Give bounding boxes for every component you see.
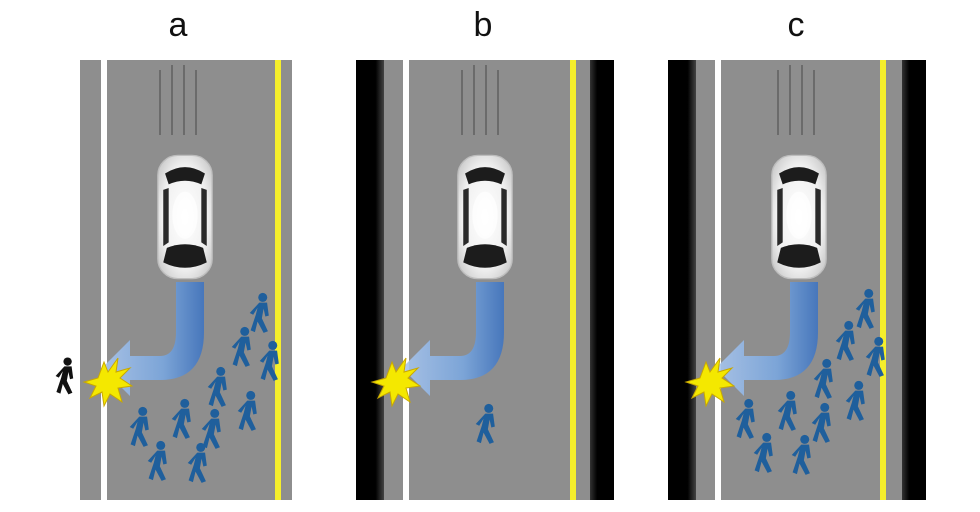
wall-right: [590, 60, 614, 500]
car-icon: [771, 154, 827, 280]
shoulder-left: [50, 60, 80, 500]
panel-label-b: b: [473, 6, 493, 44]
white-lane-line: [101, 60, 107, 500]
yellow-lane-line: [570, 60, 576, 500]
panel-b: [356, 60, 614, 500]
wall-right: [902, 60, 926, 500]
swerve-arrow-icon: [402, 282, 504, 396]
panel-label-c: c: [787, 6, 805, 44]
white-lane-line: [403, 60, 409, 500]
swerve-arrow-icon: [102, 282, 204, 396]
motion-lines: [777, 65, 815, 135]
car-icon: [457, 154, 513, 280]
white-lane-line: [715, 60, 721, 500]
car-icon: [157, 154, 213, 280]
impact-burst-icon: [82, 357, 134, 408]
road: [696, 60, 902, 500]
impact-burst-icon: [370, 357, 422, 408]
motion-lines: [461, 65, 499, 135]
yellow-lane-line: [880, 60, 886, 500]
wall-left: [668, 60, 696, 500]
impact-burst-icon: [684, 357, 736, 408]
panel-c: [668, 60, 926, 500]
motion-lines: [159, 65, 197, 135]
wall-left: [356, 60, 384, 500]
panel-label-a: a: [168, 6, 188, 44]
road: [80, 60, 292, 500]
swerve-arrow-icon: [716, 282, 818, 396]
yellow-lane-line: [275, 60, 281, 500]
panel-a: [50, 60, 292, 500]
